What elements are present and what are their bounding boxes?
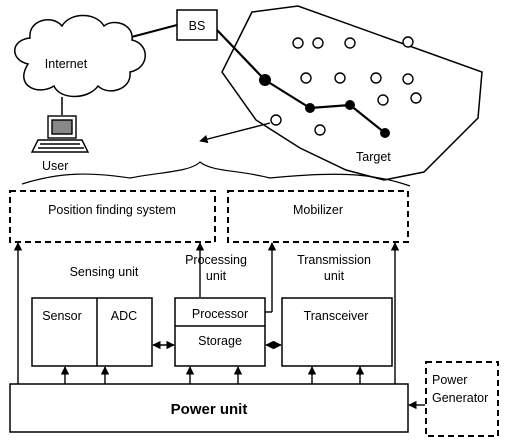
power-generator-label-1: Power	[432, 373, 467, 387]
processing-unit-label-2: unit	[206, 269, 227, 283]
routing-node	[305, 103, 315, 113]
routing-node	[380, 128, 390, 138]
sensor-node	[292, 37, 304, 49]
storage-label: Storage	[198, 334, 242, 348]
processor-storage-box	[174, 297, 266, 367]
computer-icon	[30, 115, 90, 153]
power-unit-label: Power unit	[171, 401, 248, 418]
transmission-unit-label-2: unit	[324, 269, 345, 283]
sensor-node	[410, 92, 422, 104]
zoom-brace	[21, 161, 411, 187]
sensing-unit-label: Sensing unit	[70, 265, 139, 279]
sensor-node	[314, 124, 326, 136]
processor-label: Processor	[192, 307, 248, 321]
sensor-node	[312, 37, 324, 49]
internet-label: Internet	[45, 57, 88, 71]
transceiver-label: Transceiver	[304, 309, 369, 323]
mobilizer-box	[227, 190, 409, 243]
sensor-node	[300, 72, 312, 84]
transceiver-box	[281, 297, 393, 367]
position-finding-box	[9, 190, 216, 243]
routing-nodes	[259, 74, 390, 138]
sensor-node	[402, 73, 414, 85]
sensor-node	[334, 72, 346, 84]
user-label: User	[42, 159, 68, 173]
sensor-adc-box	[31, 297, 153, 367]
sensor-nodes-open	[270, 36, 422, 136]
mobilizer-label: Mobilizer	[293, 203, 343, 217]
sensor-node	[370, 72, 382, 84]
routing-path	[264, 79, 386, 134]
internet-cloud	[14, 14, 146, 98]
sensor-node	[270, 114, 282, 126]
sensor-node	[344, 37, 356, 49]
position-finding-label: Position finding system	[48, 203, 176, 217]
power-supply-arrows	[60, 366, 365, 384]
sensor-field	[221, 5, 483, 181]
power-unit-box	[9, 383, 409, 433]
processing-unit-label-1: Processing	[185, 253, 247, 267]
bs-label: BS	[189, 19, 206, 33]
target-label: Target	[356, 150, 391, 164]
adc-label: ADC	[111, 309, 137, 323]
power-generator-box	[425, 361, 499, 437]
transmission-unit-label-1: Transmission	[297, 253, 371, 267]
power-generator-label-2: Generator	[432, 391, 488, 405]
bs-target-link	[216, 29, 264, 79]
node-pointer-arrow	[199, 122, 271, 144]
routing-node	[345, 100, 355, 110]
sensor-node	[377, 94, 389, 106]
sensor-label: Sensor	[42, 309, 82, 323]
sensor-node	[402, 36, 414, 48]
